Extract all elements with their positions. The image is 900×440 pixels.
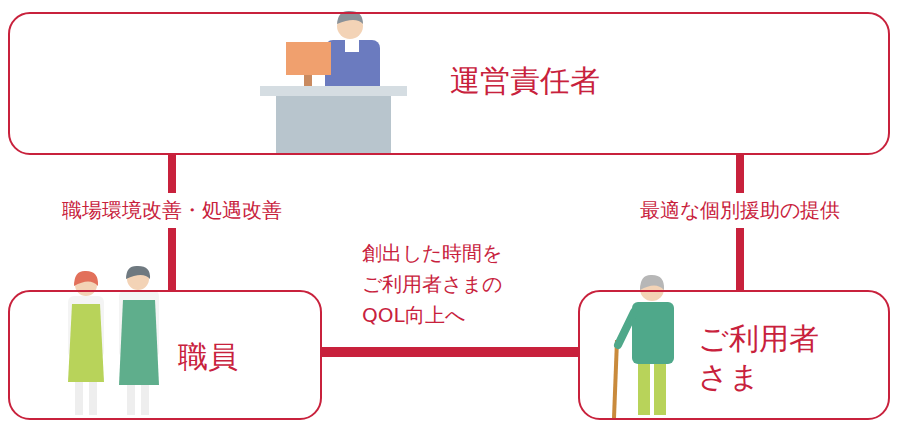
- user-box: ご利用者 さま: [578, 290, 890, 420]
- manager-box: 運営責任者: [8, 12, 890, 155]
- staff-box: 職員: [8, 290, 322, 420]
- edge-label: 最適な個別援助の提供: [634, 193, 846, 228]
- node-label: 運営責任者: [450, 62, 600, 100]
- manager-illustration: [260, 11, 407, 155]
- node-label: 職員: [178, 338, 238, 376]
- staff-illustration: [68, 266, 159, 415]
- node-label: ご利用者 さま: [698, 320, 830, 395]
- user-illustration: [614, 275, 674, 418]
- edge-label: 職場環境改善・処遇改善: [56, 193, 288, 228]
- connector-line: [322, 347, 578, 357]
- edge-label: 創出した時間を ご利用者さまの QOL向上へ: [356, 236, 528, 333]
